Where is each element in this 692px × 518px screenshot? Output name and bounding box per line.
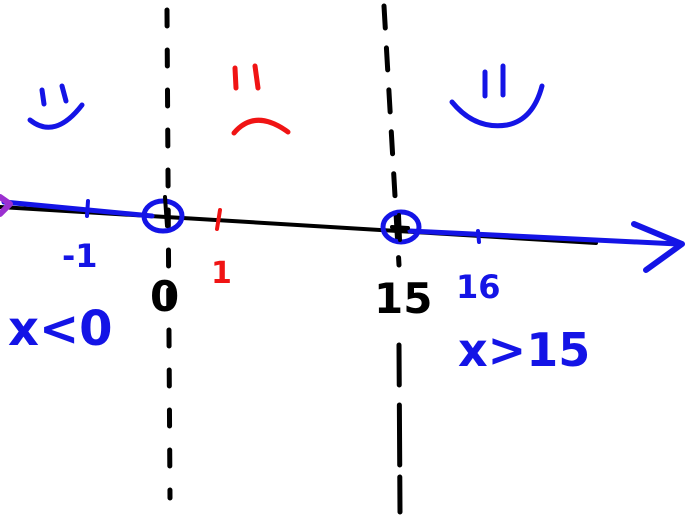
right-arrow-icon: [631, 221, 685, 273]
happy-face-icon: [449, 63, 545, 129]
sad-face-icon: [231, 63, 291, 136]
shaded-ray-left: [1, 199, 155, 219]
tick-mark-neg1: [85, 199, 90, 218]
open-circle-icon: [141, 198, 185, 234]
point-mark-0: [163, 195, 169, 228]
shaded-ray-right: [407, 228, 681, 247]
happy-face-icon: [27, 83, 85, 130]
tick-mark-1: [215, 208, 222, 231]
tick-label-neg1: -1: [62, 237, 98, 275]
tick-mark-16: [476, 229, 481, 244]
point-mark-15: [390, 213, 410, 242]
left-arrow-tip: [0, 194, 13, 217]
tick-label-1: 1: [211, 256, 232, 291]
region-label-right: x>15: [458, 323, 590, 377]
boundary-line-15: [381, 3, 403, 515]
region-label-left: x<0: [8, 301, 113, 357]
open-circle-icon: [380, 209, 422, 245]
tick-label-0: 0: [150, 272, 179, 321]
boundary-line-0: [164, 7, 173, 501]
tick-label-16: 16: [456, 268, 501, 306]
tick-label-15: 15: [374, 274, 432, 323]
